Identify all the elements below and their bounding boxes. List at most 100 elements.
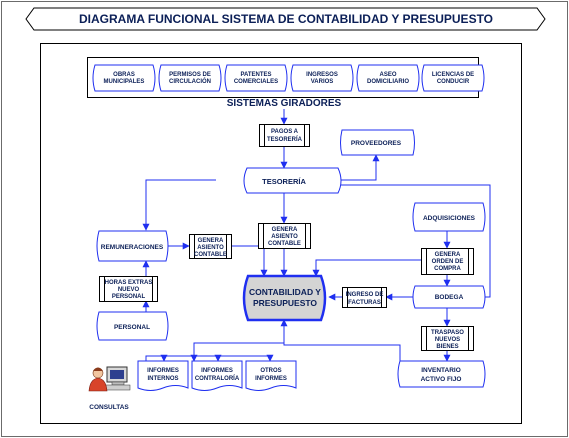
report-document-label: INTERNOS — [147, 376, 178, 382]
contabilidad-line-1: CONTABILIDAD Y — [249, 287, 321, 297]
sistema-girador-label: DOMICILIARIO — [367, 79, 409, 85]
inner-frame — [40, 43, 522, 424]
pagos-line-2: TESORERÍA — [267, 135, 303, 143]
asiento-r-line-3: CONTABLE — [194, 252, 227, 258]
report-document-label: INFORMES — [255, 376, 287, 382]
report-document-label: OTROS — [260, 368, 281, 374]
asiento-r-line-1: GENERA — [198, 238, 224, 244]
consultas-group: CONSULTAS — [88, 366, 131, 411]
node-inventario: INVENTARIO ACTIVO FIJO — [397, 360, 486, 388]
edge-informes-contraloria — [194, 354, 222, 362]
sistema-girador-label: CIRCULACIÓN — [169, 77, 211, 85]
consultas-label: CONSULTAS — [89, 404, 129, 411]
asiento-r-line-2: ASIENTO — [197, 245, 224, 251]
remuneraciones-label: REMUNERACIONES — [101, 244, 164, 251]
asiento-t-line-1: GENERA — [272, 227, 298, 233]
report-document-label: CONTRALORÍA — [195, 374, 240, 382]
personal-label: PERSONAL — [114, 324, 150, 331]
orden-line-3: COMPRA — [434, 266, 461, 272]
sistema-girador-label: OBRAS — [113, 72, 135, 78]
inventario-line-2: ACTIVO FIJO — [421, 376, 462, 383]
asiento-t-line-2: ASIENTO — [271, 234, 298, 240]
horas-line-3: PERSONAL — [112, 294, 146, 300]
sistema-girador-label: PATENTES — [240, 72, 271, 78]
edge-tesoreria-proveedores — [338, 154, 380, 181]
sistema-girador-label: VARIOS — [311, 79, 334, 85]
orden-line-1: GENERA — [435, 252, 461, 258]
horas-line-1: HORAS EXTRAS — [105, 280, 153, 286]
edge-inventario-contabilidad — [280, 319, 401, 375]
node-personal: PERSONAL — [96, 311, 169, 341]
process-ingreso-facturas: INGRESO DE FACTURAS — [342, 287, 387, 308]
bodega-label: BODEGA — [435, 294, 464, 301]
report-document: OTROS INFORMES — [245, 360, 297, 391]
contabilidad-line-2: PRESUPUESTO — [253, 298, 317, 308]
orden-line-2: ORDEN DE — [432, 259, 464, 265]
connectors — [142, 109, 491, 375]
edge-consultas-stub — [145, 355, 164, 361]
edge-contabilidad-informes — [190, 320, 285, 362]
sistema-girador-label: CONDUCIR — [437, 79, 470, 85]
traspaso-line-1: TRASPASO — [431, 330, 464, 336]
user-computer-icon — [88, 366, 131, 392]
node-adquisiciones: ADQUISICIONES — [412, 202, 486, 232]
page-title: DIAGRAMA FUNCIONAL SISTEMA DE CONTABILID… — [79, 12, 493, 26]
node-bodega: BODEGA — [412, 285, 486, 309]
proveedores-label: PROVEEDORES — [351, 140, 402, 147]
traspaso-line-2: NUEVOS — [435, 337, 460, 343]
facturas-line-2: FACTURAS — [348, 300, 381, 306]
node-tesoreria: TESORERÍA — [243, 167, 342, 194]
title-banner: DIAGRAMA FUNCIONAL SISTEMA DE CONTABILID… — [25, 7, 546, 31]
sistema-girador-label: MUNICIPALES — [104, 79, 145, 85]
horas-line-2: NUEVO — [118, 287, 140, 293]
edge-orden-contabilidad — [312, 259, 421, 277]
traspaso-line-3: BIENES — [436, 344, 458, 350]
report-document-label: INFORMES — [201, 368, 233, 374]
sistema-girador-label: INGRESOS — [306, 72, 338, 78]
edge-informes-internos — [160, 354, 194, 362]
inventario-line-1: INVENTARIO — [421, 367, 461, 374]
data-store-nodes: PROVEEDORES TESORERÍA REMUNERACIONES PER… — [96, 129, 486, 388]
facturas-line-1: INGRESO DE — [346, 292, 384, 298]
pagos-line-1: PAGOS A — [271, 129, 299, 135]
edge-bodega-tesoreria — [319, 181, 491, 298]
tesoreria-label: TESORERÍA — [262, 177, 306, 186]
node-proveedores: PROVEEDORES — [340, 129, 415, 156]
asiento-t-line-3: CONTABLE — [268, 241, 301, 247]
edge-asiento-contabilidad-2 — [231, 245, 268, 277]
sistema-girador-label: LICENCIAS DE — [432, 72, 474, 78]
adquisiciones-label: ADQUISICIONES — [423, 215, 476, 222]
